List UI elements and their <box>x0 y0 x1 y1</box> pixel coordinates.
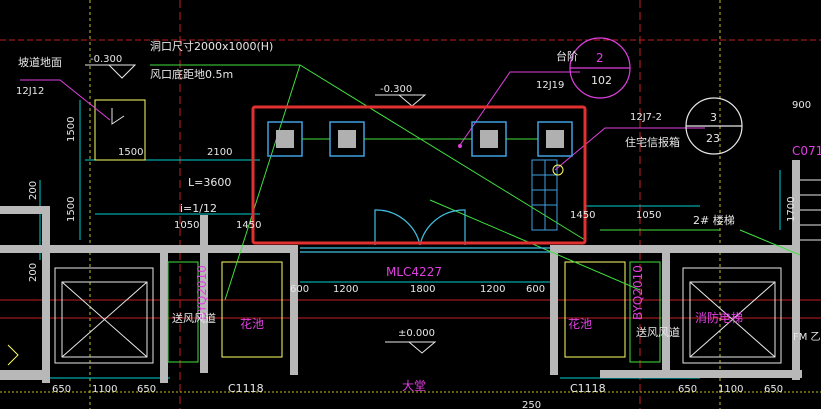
mailbox-ref-label: 12J7-2 <box>630 112 662 123</box>
mailbox-label: 住宅信报箱 <box>625 135 680 149</box>
dim-650-c: 650 <box>678 384 697 395</box>
annotations: 坡道地面 12J12 -0.300 洞口尺寸2000x1000(H) 风口底距地… <box>16 39 821 395</box>
elev-left-label: -0.300 <box>90 54 122 65</box>
opening-size-label: 洞口尺寸2000x1000(H) <box>150 39 273 53</box>
dim-650-b: 650 <box>137 384 156 395</box>
steps-ref-label: 12J19 <box>536 80 564 91</box>
dim-250: 250 <box>522 400 541 409</box>
dim-1500-h: 1500 <box>118 147 143 158</box>
dim-1100-a: 1100 <box>92 384 117 395</box>
mailbox-circle-bottom: 23 <box>706 132 720 145</box>
stair <box>800 179 821 241</box>
stair-label: 2# 楼梯 <box>693 213 735 227</box>
dim-600-b: 600 <box>526 284 545 295</box>
dim-650-a: 650 <box>52 384 71 395</box>
dim-1700: 1700 <box>786 197 797 222</box>
dimension-texts: 1500 1500 200 200 1500 2100 1050 1450 14… <box>28 117 797 409</box>
elev-zero-label: ±0.000 <box>398 328 435 339</box>
mailbox-circle-top: 3 <box>710 111 717 124</box>
air-duct-right-label: 送风风道 <box>636 325 680 339</box>
walls <box>0 160 802 383</box>
dim-1800: 1800 <box>410 284 435 295</box>
shaft-left-label: BYQ2010 <box>195 265 209 320</box>
hall-label: 大堂 <box>402 379 426 393</box>
slope-length-label: L=3600 <box>188 176 231 189</box>
dim-1050-right: 1050 <box>636 210 661 221</box>
fire-elevator-label: 消防电梯 <box>695 310 743 325</box>
dim-1200-b: 1200 <box>480 284 505 295</box>
dim-1100-b: 1100 <box>718 384 743 395</box>
room-outlines <box>54 99 782 364</box>
dim-200-v2: 200 <box>28 263 39 282</box>
dim-1500-v1: 1500 <box>66 117 77 142</box>
elev-mid-label: -0.300 <box>380 84 412 95</box>
edge-right-top-label: 900 <box>792 100 811 111</box>
ref-circles <box>569 37 743 155</box>
planter-left-label: 花池 <box>240 316 264 331</box>
dim-2100: 2100 <box>207 147 232 158</box>
dim-200-v: 200 <box>28 181 39 200</box>
dim-1500-v2: 1500 <box>66 197 77 222</box>
window-right-label: C1118 <box>570 382 606 395</box>
elevation-markers <box>85 64 437 354</box>
steps-label: 台阶 <box>556 49 578 63</box>
air-duct-left-label: 送风风道 <box>172 311 216 325</box>
planter-right-label: 花池 <box>568 316 592 331</box>
door-tag-label: MLC4227 <box>386 265 442 279</box>
pillars <box>267 121 573 157</box>
dim-600-a: 600 <box>290 284 309 295</box>
dim-1450-right: 1450 <box>570 210 595 221</box>
dim-650-d: 650 <box>764 384 783 395</box>
selection-highlight[interactable] <box>251 105 587 245</box>
shaft-right-label: BYQ2010 <box>631 265 645 320</box>
edge-fm-label: FM 乙 <box>793 331 821 343</box>
dim-1200-a: 1200 <box>333 284 358 295</box>
dim-1050-left: 1050 <box>174 220 199 231</box>
dim-1450-left: 1450 <box>236 220 261 231</box>
opening-bottom-label: 风口底距地0.5m <box>150 67 233 81</box>
markers <box>7 108 564 366</box>
steps-circle-top: 2 <box>596 51 604 65</box>
ramp-ground-label: 坡道地面 <box>18 55 62 69</box>
main-door <box>300 209 550 253</box>
steps-circle-bottom: 102 <box>591 74 612 87</box>
edge-right-label: C071 <box>792 144 821 158</box>
ramp-ref-label: 12J12 <box>16 86 44 97</box>
slope-ratio-label: i=1/12 <box>180 202 217 215</box>
window-left-label: C1118 <box>228 382 264 395</box>
